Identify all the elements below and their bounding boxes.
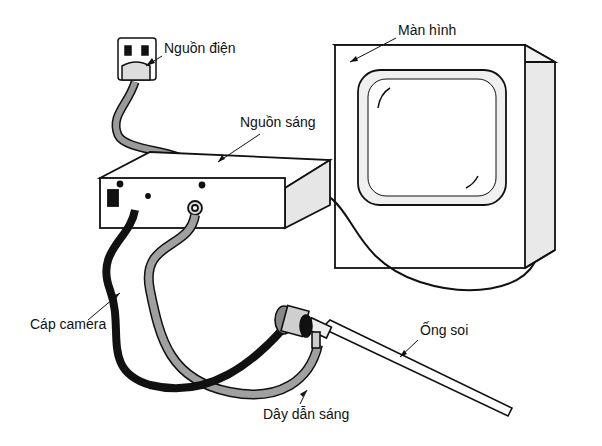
leader-heads xyxy=(112,56,407,397)
wall-outlet xyxy=(118,38,156,80)
monitor xyxy=(335,45,555,268)
scope-label: Ống soi xyxy=(420,322,468,338)
video-cable xyxy=(300,188,535,290)
light-guide-label: Dây dẫn sáng xyxy=(263,406,349,422)
power-label: Nguồn điện xyxy=(164,40,236,56)
power-cord xyxy=(116,82,185,160)
leader-lines xyxy=(88,38,418,404)
monitor-label: Màn hình xyxy=(398,22,456,38)
camera-head xyxy=(275,306,312,337)
light-source-label: Nguồn sáng xyxy=(240,114,316,130)
camera-cable-label: Cáp camera xyxy=(30,316,106,332)
power-cord-outline xyxy=(116,82,185,160)
endoscope xyxy=(275,306,512,416)
camera-cable xyxy=(106,210,282,388)
